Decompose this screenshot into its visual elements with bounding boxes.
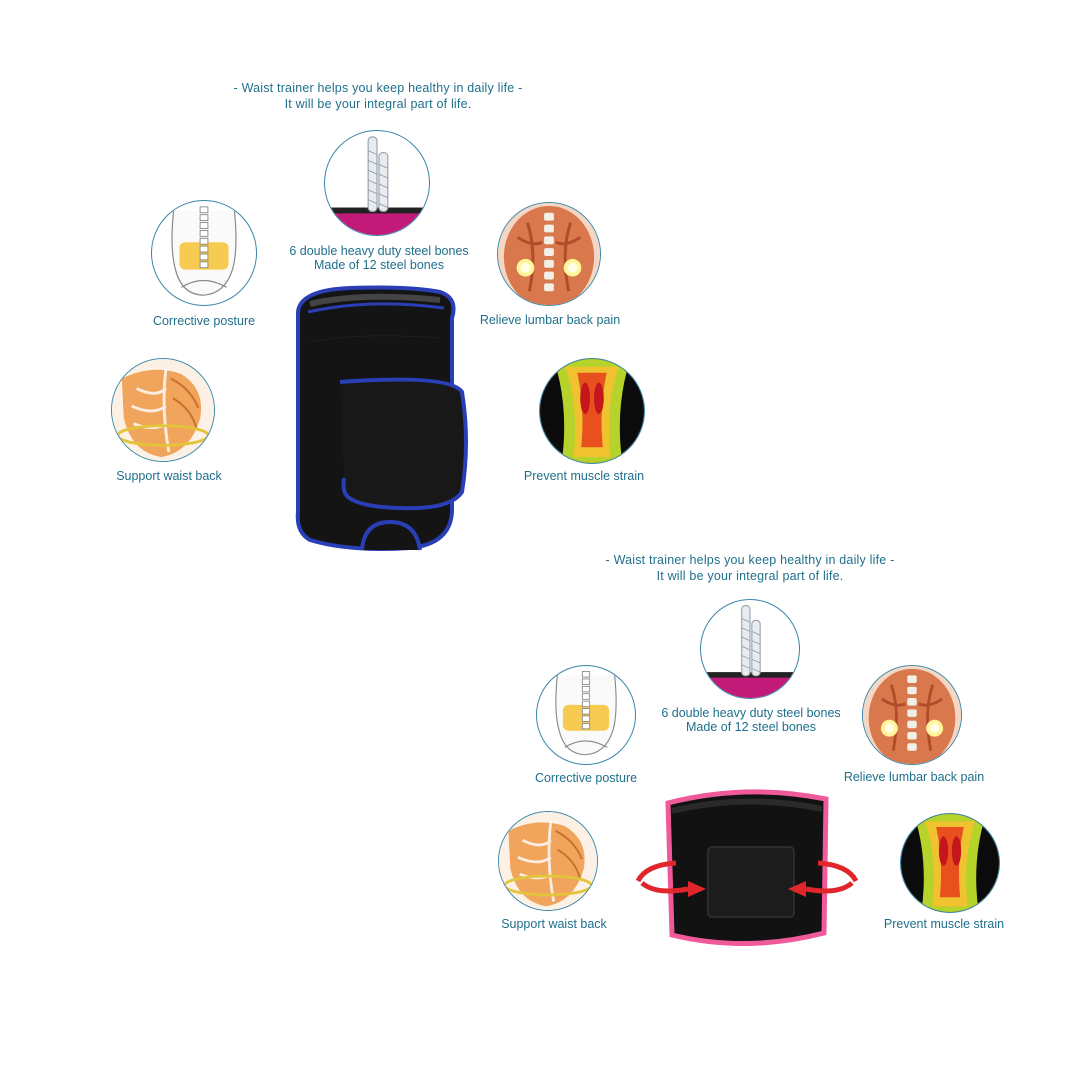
steel-bones-caption: 6 double heavy duty steel bones Made of … — [640, 706, 862, 734]
lumbar-heat-icon — [497, 202, 601, 306]
muscle-strain-icon — [900, 813, 1000, 913]
feature-panel-pink: - Waist trainer helps you keep healthy i… — [490, 545, 1070, 965]
headline-line-2: It will be your integral part of life. — [284, 97, 472, 111]
relieve-lumbar-caption: Relieve lumbar back pain — [843, 770, 985, 784]
steel-bones-line-2: Made of 12 steel bones — [314, 258, 444, 272]
waist-trainer-belt-blue — [290, 282, 470, 554]
spine-posture-icon — [536, 665, 636, 765]
panel-headline: - Waist trainer helps you keep healthy i… — [550, 552, 950, 584]
feature-panel-blue: - Waist trainer helps you keep healthy i… — [0, 0, 700, 560]
waist-trainer-belt-pink — [636, 785, 858, 953]
compression-arrow-right — [788, 860, 858, 897]
relieve-lumbar-caption: Relieve lumbar back pain — [479, 313, 621, 327]
headline-line-2: It will be your integral part of life. — [656, 569, 844, 583]
muscle-strain-icon — [539, 358, 645, 464]
steel-bones-line-1: 6 double heavy duty steel bones — [661, 706, 841, 720]
corrective-posture-caption: Corrective posture — [152, 314, 256, 328]
steel-bones-icon — [700, 599, 800, 699]
support-waist-caption: Support waist back — [501, 917, 607, 931]
steel-bones-caption: 6 double heavy duty steel bones Made of … — [268, 244, 490, 272]
waist-back-icon — [498, 811, 598, 911]
steel-bones-icon — [324, 130, 430, 236]
spine-posture-icon — [151, 200, 257, 306]
steel-bones-line-2: Made of 12 steel bones — [686, 720, 816, 734]
waist-back-icon — [111, 358, 215, 462]
support-waist-caption: Support waist back — [116, 469, 222, 483]
prevent-strain-caption: Prevent muscle strain — [523, 469, 645, 483]
headline-line-1: - Waist trainer helps you keep healthy i… — [233, 81, 523, 95]
compression-arrow-left — [636, 860, 706, 897]
panel-headline: - Waist trainer helps you keep healthy i… — [178, 80, 578, 112]
steel-bones-line-1: 6 double heavy duty steel bones — [289, 244, 469, 258]
lumbar-heat-icon — [862, 665, 962, 765]
headline-line-1: - Waist trainer helps you keep healthy i… — [605, 553, 895, 567]
corrective-posture-caption: Corrective posture — [534, 771, 638, 785]
prevent-strain-caption: Prevent muscle strain — [883, 917, 1005, 931]
